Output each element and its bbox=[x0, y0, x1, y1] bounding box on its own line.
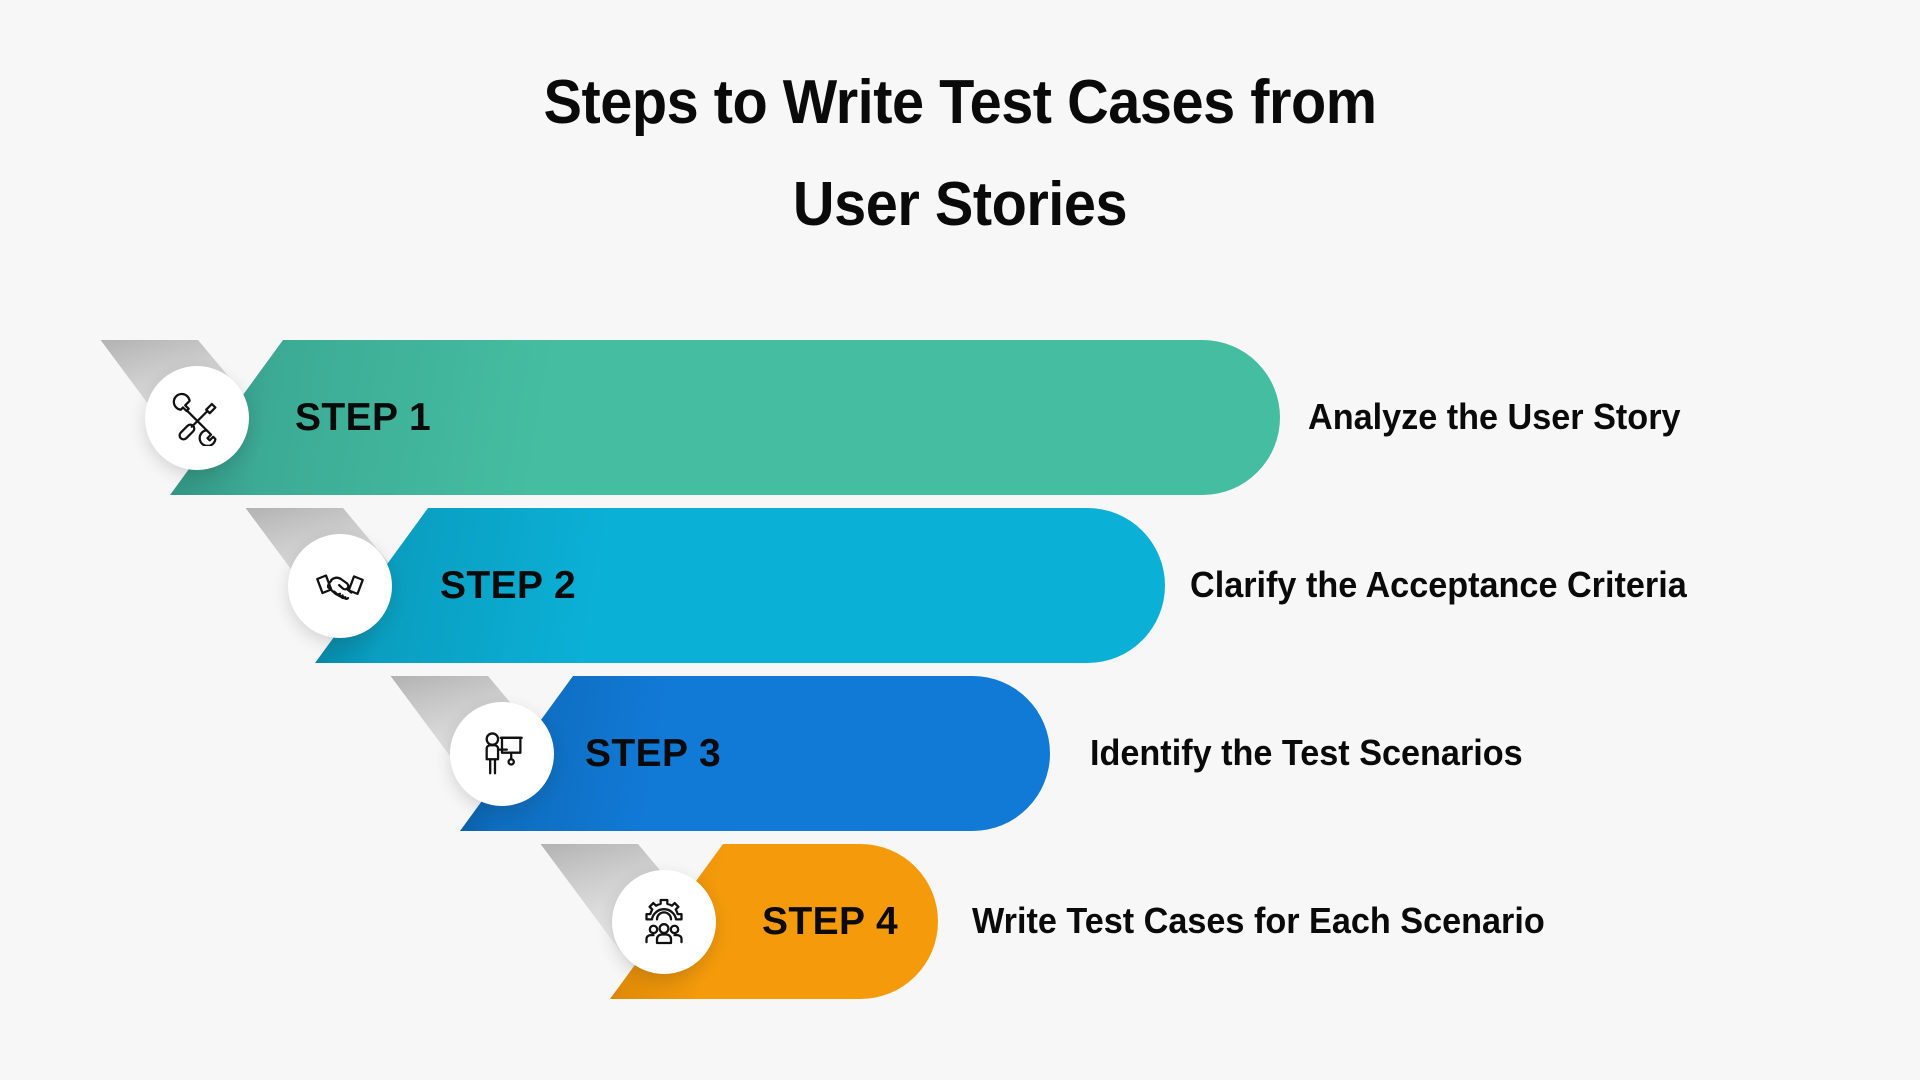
step-3-number-label: STEP 3 bbox=[585, 731, 722, 775]
presenter-board-icon bbox=[474, 726, 530, 782]
funnel-step-4[interactable]: STEP 4 bbox=[0, 844, 1920, 999]
funnel-step-1[interactable]: STEP 1 Analyze bbox=[0, 340, 1920, 495]
page-title-line-2: User Stories bbox=[792, 170, 1128, 239]
step-4-description: Write Test Cases for Each Scenario bbox=[972, 900, 1545, 941]
step-2-icon-bubble[interactable] bbox=[288, 534, 392, 638]
step-4-number-label: STEP 4 bbox=[762, 899, 899, 943]
step-3-icon-bubble[interactable] bbox=[450, 702, 554, 806]
page-title-line-1: Steps to Write Test Cases from bbox=[543, 68, 1377, 137]
step-3-bar[interactable]: STEP 3 bbox=[460, 676, 1050, 831]
step-1-number-label: STEP 1 bbox=[295, 395, 432, 439]
step-1-icon-bubble[interactable] bbox=[145, 366, 249, 470]
page-title: Steps to Write Test Cases from User Stor… bbox=[0, 52, 1920, 256]
step-2-description: Clarify the Acceptance Criteria bbox=[1190, 564, 1687, 605]
funnel-diagram: STEP 1 Analyze bbox=[0, 340, 1920, 1060]
wrench-screwdriver-icon bbox=[169, 390, 225, 446]
funnel-step-2[interactable]: STEP 2 bbox=[0, 508, 1920, 663]
gear-people-icon bbox=[636, 894, 692, 950]
step-3-description: Identify the Test Scenarios bbox=[1090, 732, 1523, 773]
step-4-icon-bubble[interactable] bbox=[612, 870, 716, 974]
step-2-number-label: STEP 2 bbox=[440, 563, 577, 607]
funnel-step-3[interactable]: STEP 3 bbox=[0, 676, 1920, 831]
handshake-icon bbox=[312, 558, 368, 614]
step-2-bar[interactable]: STEP 2 bbox=[315, 508, 1165, 663]
step-1-description: Analyze the User Story bbox=[1308, 396, 1681, 437]
step-1-bar[interactable]: STEP 1 bbox=[170, 340, 1280, 495]
